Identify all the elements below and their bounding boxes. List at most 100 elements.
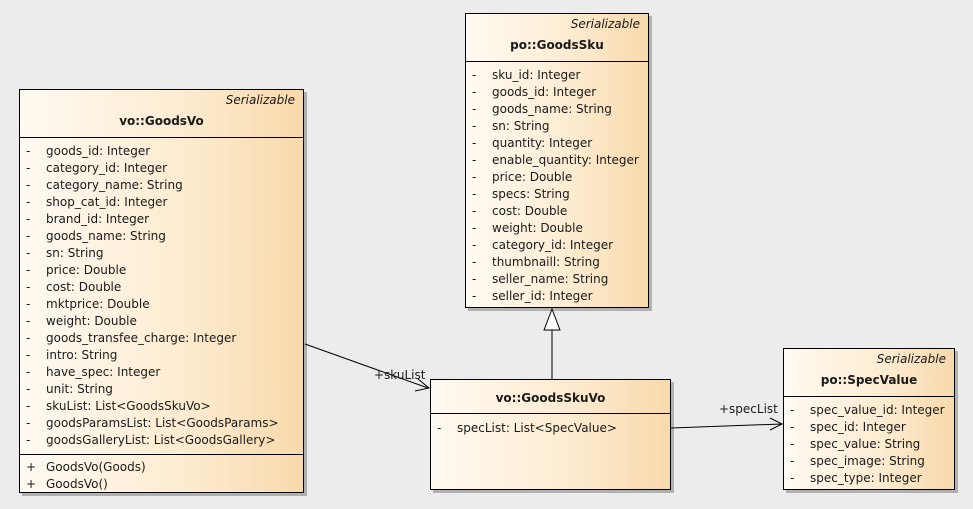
attribute-row[interactable]: -goodsGalleryList: List<GoodsGallery>: [20, 432, 303, 449]
class-header: Serializable vo::GoodsVo: [20, 90, 303, 138]
attribute-text: category_name: String: [46, 178, 183, 192]
attribute-text: category_id: Integer: [492, 238, 614, 252]
attribute-row[interactable]: -price: Double: [20, 262, 303, 279]
attribute-row[interactable]: -cost: Double: [20, 279, 303, 296]
attribute-text: spec_image: String: [810, 454, 925, 468]
class-name: vo::GoodsVo: [119, 114, 204, 128]
attribute-row[interactable]: -category_id: Integer: [466, 237, 648, 254]
visibility-marker: -: [790, 420, 795, 434]
attribute-row[interactable]: -sn: String: [20, 245, 303, 262]
skulist-role-label: +skuList: [374, 368, 426, 382]
attribute-row[interactable]: - spec_id: Integer: [784, 419, 954, 436]
visibility-marker: -: [790, 437, 795, 451]
class-stereotype: Serializable: [876, 352, 946, 366]
visibility-marker: -: [790, 471, 795, 485]
visibility-marker: -: [790, 403, 795, 417]
attribute-row[interactable]: -goods_id: Integer: [466, 84, 648, 101]
class-stereotype: Serializable: [225, 93, 295, 107]
attribute-text: spec_type: Integer: [810, 471, 922, 485]
attribute-text: goods_transfee_charge: Integer: [46, 331, 237, 345]
attribute-row[interactable]: -goods_id: Integer: [20, 143, 303, 160]
class-header: Serializable po::GoodsSku: [466, 14, 648, 62]
attribute-row[interactable]: -weight: Double: [466, 220, 648, 237]
attribute-row[interactable]: -spec_value: String: [784, 436, 954, 453]
visibility-marker: -: [26, 161, 31, 175]
attribute-text: enable_quantity: Integer: [492, 153, 639, 167]
attribute-row[interactable]: - brand_id: Integer: [20, 211, 303, 228]
visibility-marker: -: [26, 297, 31, 311]
visibility-marker: -: [790, 454, 795, 468]
attribute-text: spec_value_id: Integer: [810, 403, 945, 417]
visibility-marker: -: [472, 119, 477, 133]
attribute-text: category_id: Integer: [46, 161, 168, 175]
class-goodsskuvo[interactable]: vo::GoodsSkuVo -specList: List<SpecValue…: [430, 379, 671, 490]
attribute-row[interactable]: -goodsParamsList: List<GoodsParams>: [20, 415, 303, 432]
visibility-marker: -: [26, 144, 31, 158]
speclist-arrowhead: [769, 417, 784, 431]
attribute-row[interactable]: -weight: Double: [20, 313, 303, 330]
visibility-marker: -: [472, 204, 477, 218]
attribute-row[interactable]: - spec_value_id: Integer: [784, 402, 954, 419]
attribute-row[interactable]: -seller_id: Integer: [466, 288, 648, 305]
attribute-row[interactable]: -have_spec: Integer: [20, 364, 303, 381]
visibility-marker: -: [26, 212, 31, 226]
attribute-row[interactable]: -goods_name: String: [20, 228, 303, 245]
attribute-text: goods_name: String: [46, 229, 166, 243]
class-goodssku[interactable]: Serializable po::GoodsSku - sku_id: Integ…: [465, 13, 649, 308]
attribute-row[interactable]: - category_name: String: [20, 177, 303, 194]
attribute-row[interactable]: -unit: String: [20, 381, 303, 398]
visibility-marker: -: [26, 263, 31, 277]
attribute-text: goodsParamsList: List<GoodsParams>: [46, 416, 279, 430]
attribute-row[interactable]: -goods_name: String: [466, 101, 648, 118]
visibility-marker: -: [26, 314, 31, 328]
speclist-association-line: [670, 423, 783, 429]
class-header: Serializable po::SpecValue: [784, 349, 954, 397]
attribute-row[interactable]: -sn: String: [466, 118, 648, 135]
visibility-marker: -: [472, 221, 477, 235]
attribute-row[interactable]: -quantity: Integer: [466, 135, 648, 152]
attribute-row[interactable]: -specs: String: [466, 186, 648, 203]
visibility-marker: -: [26, 365, 31, 379]
attribute-text: quantity: Integer: [492, 136, 593, 150]
attribute-text: cost: Double: [492, 204, 568, 218]
attribute-row[interactable]: - category_id: Integer: [20, 160, 303, 177]
attribute-text: thumbnaill: String: [492, 255, 600, 269]
operation-row[interactable]: + GoodsVo(Goods): [20, 459, 303, 476]
attributes-compartment: -specList: List<SpecValue>: [431, 414, 670, 437]
class-goodsvo[interactable]: Serializable vo::GoodsVo -goods_id: Inte…: [19, 89, 304, 493]
attribute-row[interactable]: -seller_name: String: [466, 271, 648, 288]
visibility-marker: -: [472, 68, 477, 82]
visibility-marker: +: [26, 460, 37, 474]
attribute-text: spec_id: Integer: [810, 420, 906, 434]
attribute-row[interactable]: -shop_cat_id: Integer: [20, 194, 303, 211]
attribute-row[interactable]: -price: Double: [466, 169, 648, 186]
operation-row[interactable]: +GoodsVo(): [20, 476, 303, 493]
visibility-marker: -: [26, 433, 31, 447]
class-specvalue[interactable]: Serializable po::SpecValue - spec_value_i…: [783, 348, 955, 490]
attribute-row[interactable]: -skuList: List<GoodsSkuVo>: [20, 398, 303, 415]
attribute-row[interactable]: -mktprice: Double: [20, 296, 303, 313]
attribute-text: sku_id: Integer: [492, 68, 581, 82]
visibility-marker: -: [26, 382, 31, 396]
attribute-row[interactable]: - spec_image: String: [784, 453, 954, 470]
attribute-row[interactable]: -intro: String: [20, 347, 303, 364]
attribute-text: brand_id: Integer: [46, 212, 150, 226]
attribute-row[interactable]: -enable_quantity: Integer: [466, 152, 648, 169]
class-name: po::SpecValue: [820, 373, 918, 387]
operation-text: GoodsVo(Goods): [46, 460, 146, 474]
visibility-marker: -: [472, 289, 477, 303]
attribute-text: specList: List<SpecValue>: [457, 421, 617, 435]
attribute-row[interactable]: - goods_transfee_charge: Integer: [20, 330, 303, 347]
attribute-row[interactable]: - spec_type: Integer: [784, 470, 954, 487]
attribute-text: price: Double: [492, 170, 573, 184]
visibility-marker: -: [26, 178, 31, 192]
attribute-row[interactable]: - sku_id: Integer: [466, 67, 648, 84]
attribute-text: sn: String: [46, 246, 104, 260]
visibility-marker: -: [26, 331, 31, 345]
attribute-row[interactable]: - cost: Double: [466, 203, 648, 220]
generalization-arrowhead: [543, 307, 561, 331]
visibility-marker: -: [472, 255, 477, 269]
class-stereotype: Serializable: [570, 17, 640, 31]
attribute-row[interactable]: -specList: List<SpecValue>: [431, 420, 670, 437]
attribute-row[interactable]: - thumbnaill: String: [466, 254, 648, 271]
